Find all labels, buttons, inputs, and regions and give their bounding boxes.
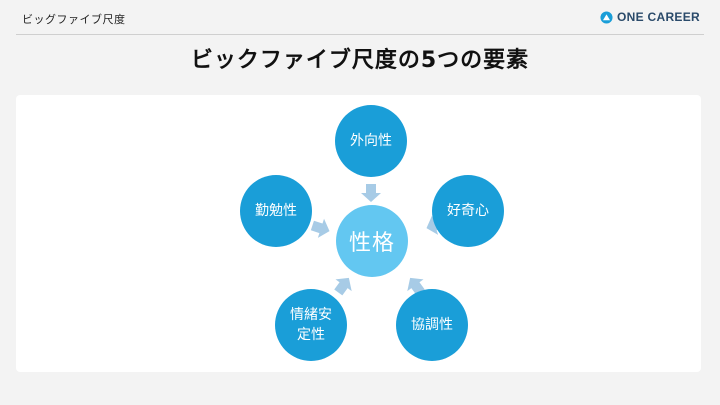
logo-text: ONE CAREER — [616, 10, 700, 24]
breadcrumb: ビッグファイブ尺度 — [22, 13, 126, 26]
element-node-label: 好奇心 — [447, 202, 489, 219]
core-node-personality: 性格 — [336, 205, 408, 277]
element-node-conscientiousness: 勤勉性 — [240, 175, 312, 247]
block-arrow-icon — [361, 184, 381, 202]
core-node-label: 性格 — [348, 231, 395, 256]
element-node-neuroticism: 情緒安 定性 — [275, 289, 347, 361]
element-node-label: 外向性 — [350, 132, 392, 149]
element-node-agreeableness: 協調性 — [396, 289, 468, 361]
page-title: ビックファイブ尺度の5つの要素 — [190, 48, 530, 73]
element-node-extraversion: 外向性 — [335, 105, 407, 177]
block-arrow-icon — [310, 218, 330, 238]
element-node-openness: 好奇心 — [432, 175, 504, 247]
diagram-panel: 性格 外向性 好奇心 協調性 情緒安 定性 勤勉性 — [16, 95, 701, 372]
logo-mark-icon — [600, 10, 613, 24]
brand-logo: ONE CAREER — [600, 10, 700, 24]
element-node-label: 情緒安 定性 — [290, 306, 332, 343]
element-node-label: 勤勉性 — [255, 202, 297, 219]
element-node-label: 協調性 — [411, 316, 453, 333]
block-arrow-icon — [334, 277, 352, 296]
header-bar: ビッグファイブ尺度 ONE CAREER — [16, 0, 704, 35]
